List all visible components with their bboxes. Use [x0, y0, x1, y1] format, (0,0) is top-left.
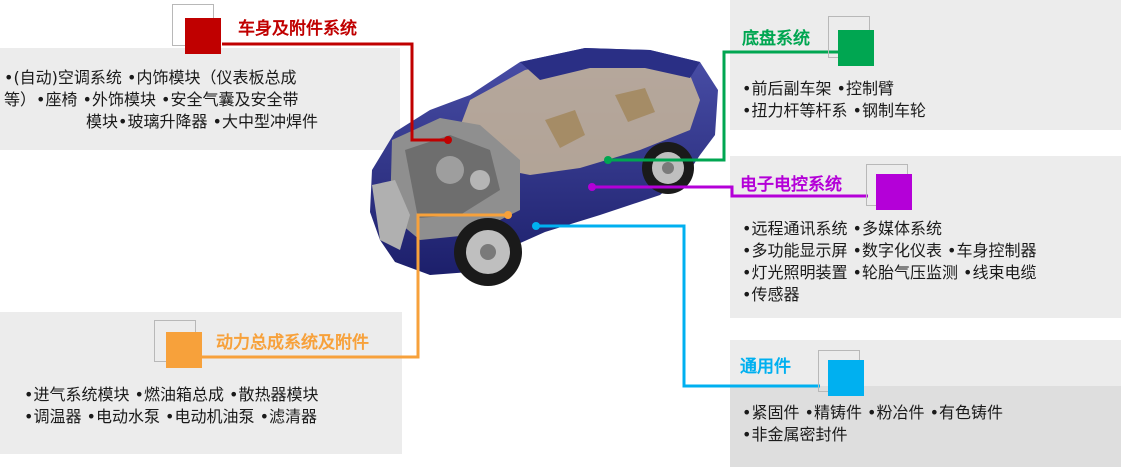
car-roof [520, 48, 700, 80]
chassis-system-line-2: •扭力杆等杆系 •钢制车轮 [742, 101, 926, 120]
chassis-system-items: •前后副车架 •控制臂 •扭力杆等杆系 •钢制车轮 [742, 78, 926, 122]
general-parts-connector [536, 224, 820, 388]
electronic-system-line-1: •远程通讯系统 •多媒体系统 [742, 219, 942, 238]
general-parts-panel-lower [730, 386, 1121, 467]
powertrain-system-items: •进气系统模块 •燃油箱总成 •散热器模块 •调温器 •电动水泵 •电动机油泵 … [24, 384, 319, 428]
powertrain-system-title: 动力总成系统及附件 [216, 333, 369, 353]
general-parts-line-1: •紧固件 •精铸件 •粉冶件 •有色铸件 [742, 403, 1004, 422]
powertrain-system-connector [202, 213, 508, 359]
body-system-line-1: •(自动)空调系统 •内饰模块（仪表板总成 [4, 68, 297, 87]
general-parts-square [828, 360, 864, 396]
seat-front [545, 110, 585, 148]
body-system-square [185, 18, 221, 54]
general-parts-items: •紧固件 •精铸件 •粉冶件 •有色铸件 •非金属密封件 [742, 402, 1003, 446]
general-parts-line-2: •非金属密封件 [742, 425, 848, 444]
body-system-line-3: 模块•玻璃升降器 •大中型冲焊件 [86, 112, 318, 131]
chassis-system-line-1: •前后副车架 •控制臂 [742, 79, 894, 98]
electronic-system-connector [592, 185, 868, 198]
powertrain-system-line-1: •进气系统模块 •燃油箱总成 •散热器模块 [24, 385, 319, 404]
seat-rear [615, 88, 655, 122]
body-system-items: •(自动)空调系统 •内饰模块（仪表板总成 等）•座椅 •外饰模块 •安全气囊及… [4, 67, 398, 133]
electronic-system-square [876, 174, 912, 210]
electronic-system-line-3: •灯光照明装置 •轮胎气压监测 •线束电缆 [742, 263, 1037, 282]
electronic-system-line-2: •多功能显示屏 •数字化仪表 •车身控制器 [742, 241, 1037, 260]
chassis-system-square [838, 30, 874, 66]
electronic-system-line-4: •传感器 [742, 285, 800, 304]
body-system-panel [0, 48, 400, 150]
electronic-system-title: 电子电控系统 [740, 175, 842, 195]
powertrain-system-line-2: •调温器 •电动水泵 •电动机油泵 •滤清器 [24, 407, 318, 426]
body-system-title: 车身及附件系统 [238, 19, 357, 39]
powertrain-system-square [166, 332, 202, 368]
body-system-connector [222, 42, 448, 142]
front-grille [372, 180, 410, 250]
body-system-line-2: 等）•座椅 •外饰模块 •安全气囊及安全带 [4, 90, 299, 109]
electronic-system-items: •远程通讯系统 •多媒体系统 •多功能显示屏 •数字化仪表 •车身控制器 •灯光… [742, 218, 1037, 306]
general-parts-title: 通用件 [740, 357, 791, 377]
chassis-system-panel [730, 0, 1121, 130]
chassis-system-title: 底盘系统 [742, 29, 810, 49]
chassis-system-connector [608, 50, 838, 162]
electronic-system-panel [730, 156, 1121, 318]
